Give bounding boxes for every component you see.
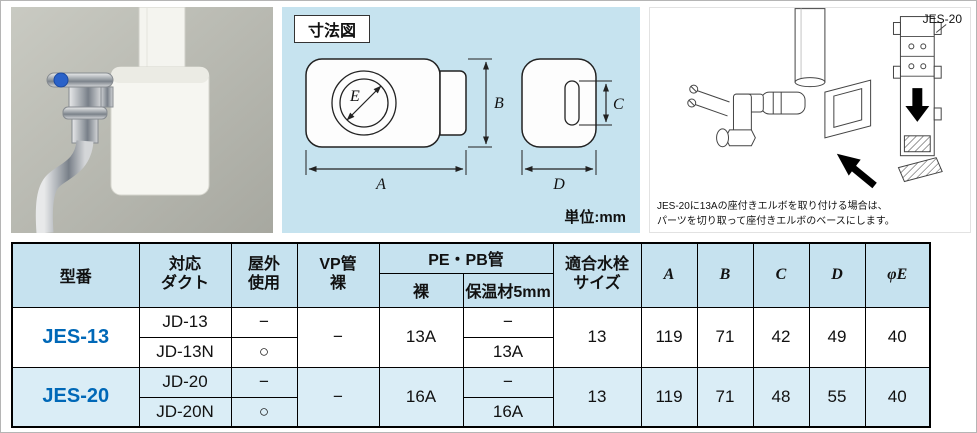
col-header-b: B xyxy=(696,242,754,308)
model-cell: JES-20 xyxy=(11,366,140,428)
installation-diagram-panel: JES-20 JES-20に13Aの座付きエルボを取り付ける場合は、 パーツを切… xyxy=(649,7,971,233)
dim-label-a: A xyxy=(375,176,386,193)
caption-line-1: JES-20に13Aの座付きエルボを取り付ける場合は、 xyxy=(657,201,888,212)
up-left-arrow-icon xyxy=(836,153,861,176)
dim-a-cell: 119 xyxy=(640,306,698,368)
dim-b-cell: 71 xyxy=(696,366,754,428)
dim-label-d: D xyxy=(552,176,565,193)
pepb-bare-cell: 16A xyxy=(378,366,464,428)
installation-drawing xyxy=(687,8,947,189)
outdoor-cell: ○ xyxy=(230,336,298,368)
dim-c-cell: 48 xyxy=(752,366,810,428)
caption-line-2: パーツを切り取って座付きエルボのベースにします。 xyxy=(657,215,895,227)
product-photo xyxy=(11,7,273,233)
dim-c-cell: 42 xyxy=(752,306,810,368)
duct-cell: JD-13N xyxy=(138,336,232,368)
col-header-duct: 対応 ダクト xyxy=(138,242,232,308)
col-header-d: D xyxy=(808,242,866,308)
part-label: JES-20 xyxy=(922,12,962,26)
faucet-size-cell: 13 xyxy=(552,366,642,428)
col-header-pepb-insulated: 保温材5mm xyxy=(462,272,554,308)
top-section: E B A C xyxy=(1,1,976,233)
insulated-cell: − xyxy=(462,366,554,398)
insulated-cell: 16A xyxy=(462,396,554,428)
duct-cell: JD-20 xyxy=(138,366,232,398)
outdoor-cell: − xyxy=(230,306,298,338)
duct-cell: JD-20N xyxy=(138,396,232,428)
dim-d-cell: 49 xyxy=(808,306,866,368)
dim-e-cell: 40 xyxy=(864,366,931,428)
pepb-bare-cell: 13A xyxy=(378,306,464,368)
table-row: JD-20N ○ 16A xyxy=(12,396,930,428)
duct-cell: JD-13 xyxy=(138,306,232,338)
dim-b-cell: 71 xyxy=(696,306,754,368)
col-header-pepb: PE・PB管 xyxy=(378,242,554,274)
front-view xyxy=(305,58,467,148)
col-header-outdoor: 屋外 使用 xyxy=(230,242,298,308)
col-header-pepb-bare: 裸 xyxy=(378,272,464,308)
dim-d-cell: 55 xyxy=(808,366,866,428)
col-header-c: C xyxy=(752,242,810,308)
table-row: JES-20 JD-20 − − 16A − 13 119 71 48 55 4… xyxy=(11,366,931,428)
model-cell: JES-13 xyxy=(11,306,140,368)
col-header-a: A xyxy=(640,242,698,308)
col-header-faucet-size: 適合水栓 サイズ xyxy=(552,242,642,308)
faucet-photo-illustration xyxy=(11,7,273,233)
outdoor-cell: ○ xyxy=(230,396,298,428)
dim-label-c: C xyxy=(613,96,624,113)
unit-label: 単位:mm xyxy=(564,209,626,226)
outdoor-cell: − xyxy=(230,366,298,398)
dimension-diagram-panel: E B A C xyxy=(282,7,640,233)
col-header-e: φE xyxy=(864,242,931,308)
vp-cell: − xyxy=(296,366,380,428)
spec-table: 型番 対応 ダクト 屋外 使用 VP管 裸 PE・PB管 適合水栓 サイズ xyxy=(11,242,931,428)
dimension-drawing: E B A C xyxy=(305,58,624,193)
faucet-size-cell: 13 xyxy=(552,306,642,368)
installation-caption: JES-20に13Aの座付きエルボを取り付ける場合は、 パーツを切り取って座付き… xyxy=(657,200,895,229)
vp-cell: − xyxy=(296,306,380,368)
side-view xyxy=(521,58,597,148)
insulated-cell: − xyxy=(462,306,554,338)
dim-label-b: B xyxy=(494,95,504,112)
col-header-model: 型番 xyxy=(11,242,140,308)
col-header-vp: VP管 裸 xyxy=(296,242,380,308)
table-row: JD-13N ○ 13A xyxy=(12,336,930,368)
insulated-cell: 13A xyxy=(462,336,554,368)
table-row: JES-13 JD-13 − − 13A − 13 119 71 42 49 4… xyxy=(11,306,931,368)
down-arrow-icon xyxy=(905,88,930,122)
dimension-diagram-title: 寸法図 xyxy=(294,15,371,43)
dim-label-e: E xyxy=(349,88,360,105)
dim-e-cell: 40 xyxy=(864,306,931,368)
dim-a-cell: 119 xyxy=(640,366,698,428)
